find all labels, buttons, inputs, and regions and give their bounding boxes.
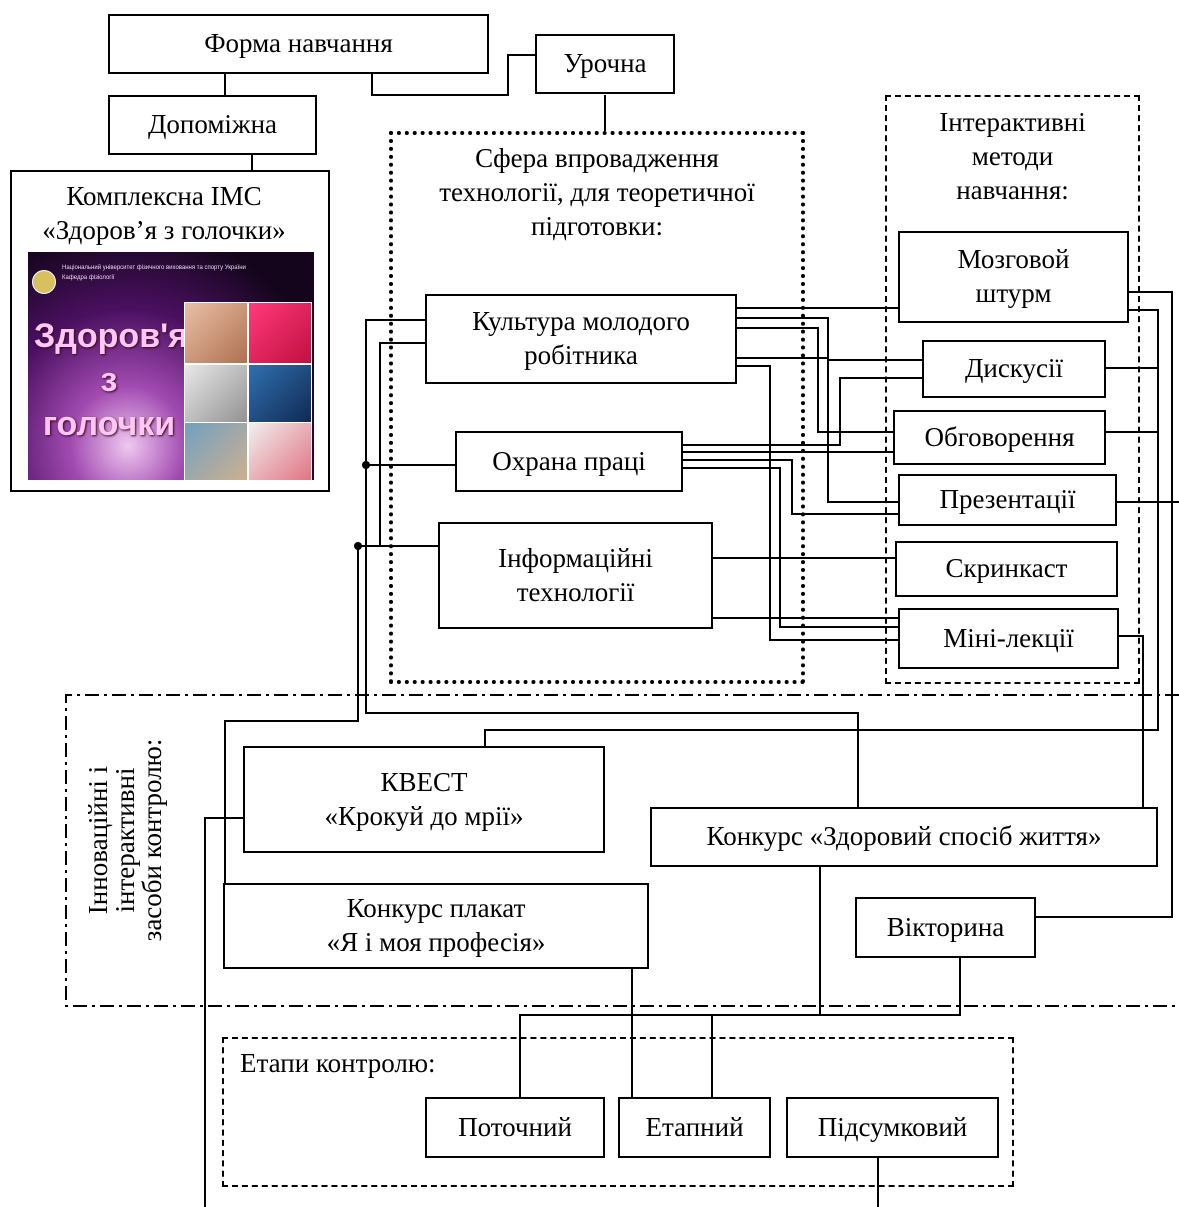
control-contest-poster: Конкурс плакат «Я і моя професія» — [223, 883, 649, 969]
poster-title: Здоров'я з голочки — [34, 317, 189, 444]
poster-photo-tile — [248, 364, 312, 426]
control-contest-health: Конкурс «Здоровий спосіб життя» — [650, 807, 1158, 867]
method-label: Скринкаст — [945, 553, 1068, 584]
sphere-item-culture: Культура молодого робітника — [425, 294, 737, 384]
method-discussion: Дискусії — [922, 340, 1106, 398]
stage-current: Поточний — [425, 1097, 605, 1158]
control-quest: КВЕСТ «Крокуй до мрії» — [243, 746, 605, 853]
stages-region — [222, 1037, 1014, 1187]
sphere-item-safety: Охрана праці — [455, 431, 683, 492]
ims-poster-image: Національний університет фізичного вихов… — [28, 252, 314, 480]
methods-region — [885, 95, 1140, 684]
stage-label: Підсумковий — [817, 1111, 968, 1142]
control-label: Конкурс плакат «Я і моя професія» — [326, 893, 546, 957]
control-quiz: Вікторина — [855, 897, 1036, 958]
poster-photo-tile — [248, 302, 312, 364]
stage-intermediate: Етапний — [618, 1097, 771, 1158]
stage-final: Підсумковий — [786, 1097, 999, 1158]
poster-header: Національний університет фізичного вихов… — [62, 265, 246, 281]
method-label: Презентації — [939, 484, 1076, 515]
dopomizhna-box: Допоміжна — [108, 95, 317, 155]
ims-box — [10, 170, 330, 492]
control-label: Конкурс «Здоровий спосіб життя» — [706, 821, 1102, 852]
method-label: Дискусії — [964, 353, 1064, 384]
method-label: Міні-лекції — [943, 622, 1074, 653]
method-brainstorm: Мозговой штурм — [898, 231, 1129, 323]
sphere-item-label: Культура молодого робітника — [472, 306, 690, 370]
stage-label: Поточний — [458, 1111, 572, 1142]
control-title: Інноваційні і інтерактивні засоби контро… — [83, 738, 167, 942]
urochna-label: Урочна — [563, 48, 647, 79]
poster-logo-icon — [32, 270, 56, 294]
sphere-item-it: Інформаційні технології — [438, 522, 713, 629]
method-review: Обговорення — [893, 410, 1106, 465]
ims-title: Комплексна ІМС «Здоров’я з голочки» — [42, 181, 286, 245]
poster-photo-tile — [184, 422, 248, 480]
dopomizhna-label: Допоміжна — [147, 109, 278, 140]
method-screencast: Скринкаст — [895, 541, 1118, 597]
poster-photo-tile — [184, 364, 248, 426]
control-label: Вікторина — [886, 911, 1005, 942]
form-box: Форма навчання — [108, 14, 489, 74]
method-minilectures: Міні-лекції — [898, 608, 1119, 669]
method-label: Обговорення — [924, 421, 1075, 452]
sphere-title: Сфера впровадження технології, для теоре… — [439, 143, 755, 241]
sphere-item-label: Охрана праці — [492, 445, 646, 476]
form-title: Форма навчання — [204, 28, 393, 59]
sphere-item-label: Інформаційні технології — [498, 542, 653, 607]
sphere-region — [389, 131, 805, 684]
method-label: Мозговой штурм — [957, 244, 1070, 308]
stage-label: Етапний — [645, 1111, 744, 1142]
method-presentations: Презентації — [898, 474, 1117, 526]
methods-title: Інтерактивні методи навчання: — [939, 107, 1086, 205]
stages-title: Етапи контролю: — [240, 1048, 436, 1078]
urochna-box: Урочна — [535, 34, 675, 94]
poster-photo-tile — [184, 302, 248, 364]
poster-photo-tile — [248, 422, 312, 480]
control-label: КВЕСТ «Крокуй до мрії» — [324, 766, 524, 831]
